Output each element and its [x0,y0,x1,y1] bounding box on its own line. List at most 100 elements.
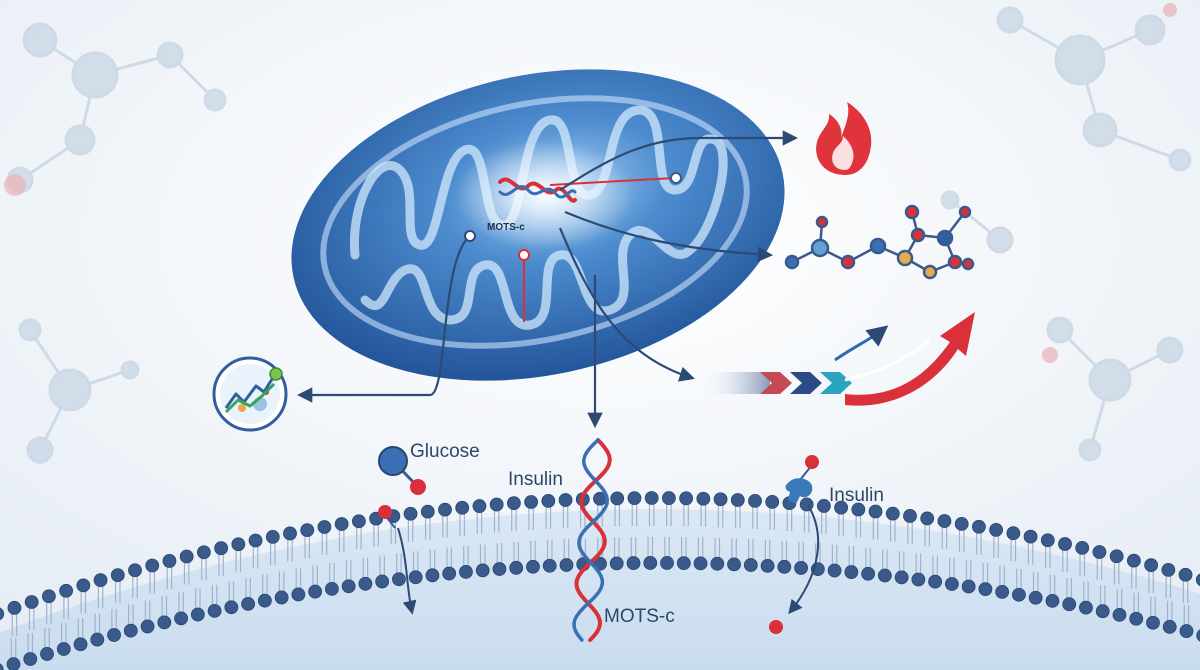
lipid-head [995,584,1010,599]
lipid-head [1028,590,1043,605]
lipid-head [1109,549,1124,564]
lipid-head [1012,587,1026,602]
lipid-head [90,632,105,647]
lipid-head [506,496,521,511]
lipid-head [509,560,524,575]
lipid-head [207,603,222,618]
metabolic-chart-badge-icon [212,356,288,432]
lipid-head [492,562,507,576]
lipid-head [844,565,859,579]
lipid-head [937,514,952,528]
glucose-molecule [378,446,426,615]
lipid-head [971,519,986,534]
lipid-head [40,647,54,661]
lipid-head [317,520,332,534]
lipid-head [341,579,356,594]
lipid-head [526,559,540,574]
lipid-head [861,566,876,581]
lipid-head [928,574,943,589]
lipid-head [777,559,792,574]
lipid-head [676,556,691,570]
lipid-head [643,556,658,570]
arrow-to-chart [296,235,471,403]
lipid-head [794,561,808,575]
lipid-head [140,619,155,634]
lipid-head [334,517,349,531]
lipid-head [300,523,315,538]
lipid-head [765,494,780,509]
lipid-head [911,572,926,587]
background-molecules [6,6,1192,464]
lipid-head [1161,562,1176,577]
lipid-head [157,615,172,630]
lipid-head [558,493,573,507]
lipid-head [241,596,256,611]
lipid-head [760,558,775,573]
red-probe-lower-end [518,249,530,261]
lipid-head [274,590,289,605]
lipid-head [1023,529,1038,544]
lipid-head [24,595,39,609]
lipid-head [1040,533,1055,548]
lipid-head [489,497,504,512]
lipid-head [403,506,418,521]
lipid-head [59,583,74,598]
lipid-head [660,556,674,570]
lipid-head [73,637,88,652]
lipid-head [190,607,205,622]
mots-c-peptide-small [498,177,577,203]
lipid-head [827,563,842,578]
lipid-head [727,557,741,572]
lipid-head [231,537,246,552]
lipid-bilayer [0,491,1200,670]
lipid-head [438,502,452,517]
lipid-head [868,504,883,519]
lipid-head [358,576,373,591]
flame-icon [816,102,872,175]
lipid-head [351,514,366,529]
lipid-head [7,600,22,615]
lipid-head [920,511,935,526]
mots-c-label-large: MOTS-c [604,606,675,627]
lipid-head [816,499,831,513]
lipid-head [894,570,909,585]
lipid-head [609,556,624,571]
lipid-head [107,628,121,642]
lipid-head [1162,619,1177,634]
lipid-head [1126,553,1141,568]
lipid-head [408,570,423,585]
insulin-label-left: Insulin [508,469,563,490]
lipid-head [110,568,125,583]
arrow-to-growth [558,227,695,382]
lipid-head [308,584,323,599]
lipid-head [1079,600,1093,615]
insulin-receptor-right [769,455,819,634]
lipid-head [961,579,976,594]
arrow-to-flame [559,130,799,191]
lipid-head [392,572,406,587]
insulin-label-right: Insulin [829,485,884,506]
lipid-head [179,549,194,564]
lipid-head [730,493,745,507]
lipid-head [174,611,188,626]
lipid-head [145,558,160,573]
lipid-head [442,566,457,581]
lipid-head [455,500,470,515]
lipid-head [248,533,263,548]
lipid-head [627,491,642,505]
lipid-head [541,494,556,508]
lipid-head [214,541,229,556]
lipid-head [1178,567,1193,582]
lipid-head [291,587,306,602]
lipid-head [23,652,38,666]
lipid-head [41,589,56,604]
arrow-to-molecule [564,210,774,263]
lipid-head [1146,615,1160,630]
molecule-chain-icon [784,204,975,280]
glucose-label: Glucose [410,441,480,462]
lipid-head [644,491,659,505]
lipid-head [693,556,708,571]
red-probe-upper-end [670,172,682,184]
